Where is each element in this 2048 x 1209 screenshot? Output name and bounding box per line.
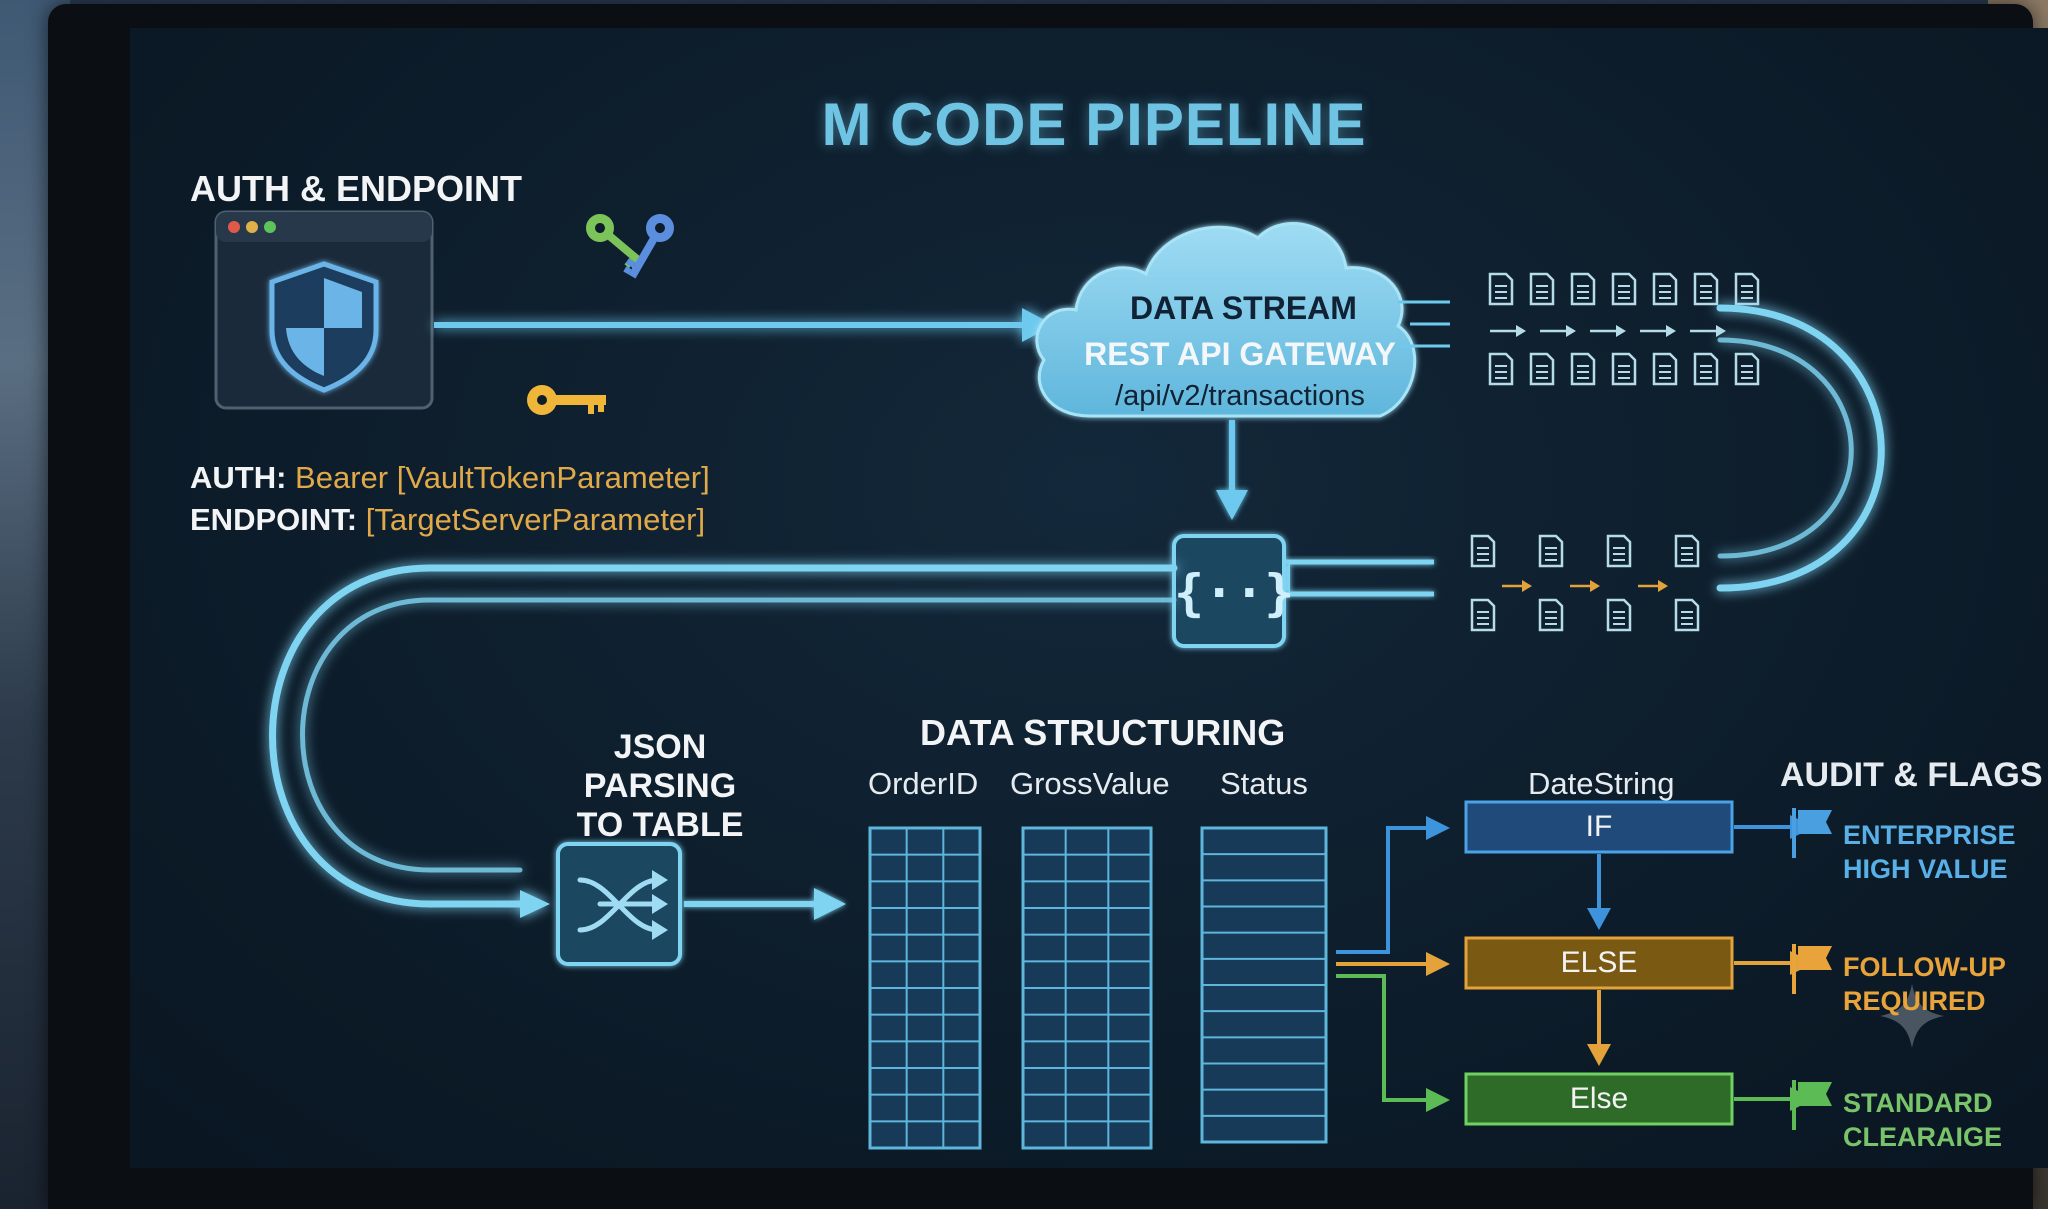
document-icon [1611,352,1637,386]
table-orderid [868,826,982,1150]
document-icon [1652,352,1678,386]
flag-label-standard: STANDARD CLEARAIGE [1843,1088,2003,1152]
document-icon [1652,272,1678,306]
auth-key: AUTH: [190,460,287,495]
document-icon [1529,272,1555,306]
cloud-line-2: REST API GATEWAY [1084,336,1396,372]
arrow-to-else2 [1426,1088,1450,1112]
page-title: M CODE PIPELINE [821,91,1367,158]
document-icon [1693,352,1719,386]
flag-icon-blue [1792,808,1832,858]
auth-line: AUTH: Bearer [VaultTokenParameter] [190,460,710,496]
branch-connectors [1336,826,1430,1102]
shuffle-icon [556,842,682,966]
column-label-grossvalue: GrossValue [1010,766,1170,801]
auth-heading: AUTH & ENDPOINT [190,168,522,209]
sparkle-icon [1880,984,1944,1048]
column-label-datestring: DateString [1528,766,1675,801]
stream-arrow-icon [1490,325,1526,337]
cloud-line-3: /api/v2/transactions [1115,380,1365,412]
stream-arrow-icon [1502,580,1532,592]
arrow-to-if [1426,816,1450,840]
document-icon [1606,534,1632,568]
json-parsing-heading: JSON PARSING TO TABLE [576,728,744,844]
document-icon [1488,272,1514,306]
if-label: IF [1585,810,1613,843]
document-icon [1538,534,1564,568]
endpoint-line: ENDPOINT: [TargetServerParameter] [190,502,705,538]
table-grossvalue [1021,826,1153,1150]
arrow-to-else [1426,952,1450,976]
column-label-orderid: OrderID [868,766,979,801]
table-status [1200,826,1328,1144]
endpoint-value: [TargetServerParameter] [365,502,706,537]
flag-icon-orange [1792,944,1832,994]
if-to-else-arrow [1587,908,1611,930]
document-icon [1538,598,1564,632]
window-close-dot [228,221,240,233]
cloud-gateway [1035,222,1417,418]
else-box [1464,936,1734,990]
flag-label-enterprise: ENTERPRISE HIGH VALUE [1843,820,2016,884]
else2-label: Else [1569,1082,1629,1115]
document-icon [1606,598,1632,632]
pipeline-diagram [214,210,1944,1150]
window-min-dot [246,221,258,233]
cloud-side-lines [1398,300,1450,348]
document-icon [1570,352,1596,386]
document-icon [1611,272,1637,306]
else-label: ELSE [1560,946,1638,979]
document-icon [1674,534,1700,568]
document-icon [1693,272,1719,306]
document-icon [1734,352,1760,386]
document-icon [1570,272,1596,306]
data-structuring-heading: DATA STRUCTURING [920,712,1286,753]
document-icon [1529,352,1555,386]
json-braces-icon [1172,534,1286,648]
document-stream-upper [1488,272,1760,386]
stream-arrow-icon [1570,580,1600,592]
else2-box [1464,1072,1734,1126]
monitor-bezel: M CODE PIPELINE AUTH & ENDPOINT AUTH: Be… [48,4,2048,1209]
window-max-dot [264,221,276,233]
else-to-else2-arrow [1587,1044,1611,1066]
if-box [1464,800,1734,854]
endpoint-key: ENDPOINT: [190,502,358,537]
stream-arrow-icon [1690,325,1726,337]
document-icon [1470,598,1496,632]
auth-to-cloud-arrow [434,308,1054,342]
parse-to-table-arrow [684,888,846,920]
return-pipe-right [1716,304,1885,592]
key-icon-gold [527,385,606,415]
cloud-to-json-arrow [1216,420,1248,520]
stream-arrow-icon [1638,580,1668,592]
cloud-line-1: DATA STREAM [1130,290,1357,326]
document-icon [1488,352,1514,386]
stream-arrow-icon [1540,325,1576,337]
shield-icon [269,261,379,393]
data-tables [868,826,1328,1150]
json-braces-label: {··} [1174,564,1295,622]
document-stream-lower [1470,534,1700,632]
key-icon-blue [623,214,674,279]
flag-label-followup: FOLLOW-UP REQUIRED [1843,952,2006,1016]
flag-icon-green [1792,1080,1832,1130]
stream-arrow-icon [1590,325,1626,337]
document-icon [1734,272,1760,306]
auth-value: Bearer [VaultTokenParameter] [295,460,710,495]
monitor-screen: M CODE PIPELINE AUTH & ENDPOINT AUTH: Be… [130,28,2048,1168]
return-pipe-left [269,564,1178,918]
document-icon [1674,598,1700,632]
stream-arrow-icon [1640,325,1676,337]
document-icon [1470,534,1496,568]
audit-heading: AUDIT & FLAGS [1780,756,2043,794]
column-label-status: Status [1220,766,1308,801]
